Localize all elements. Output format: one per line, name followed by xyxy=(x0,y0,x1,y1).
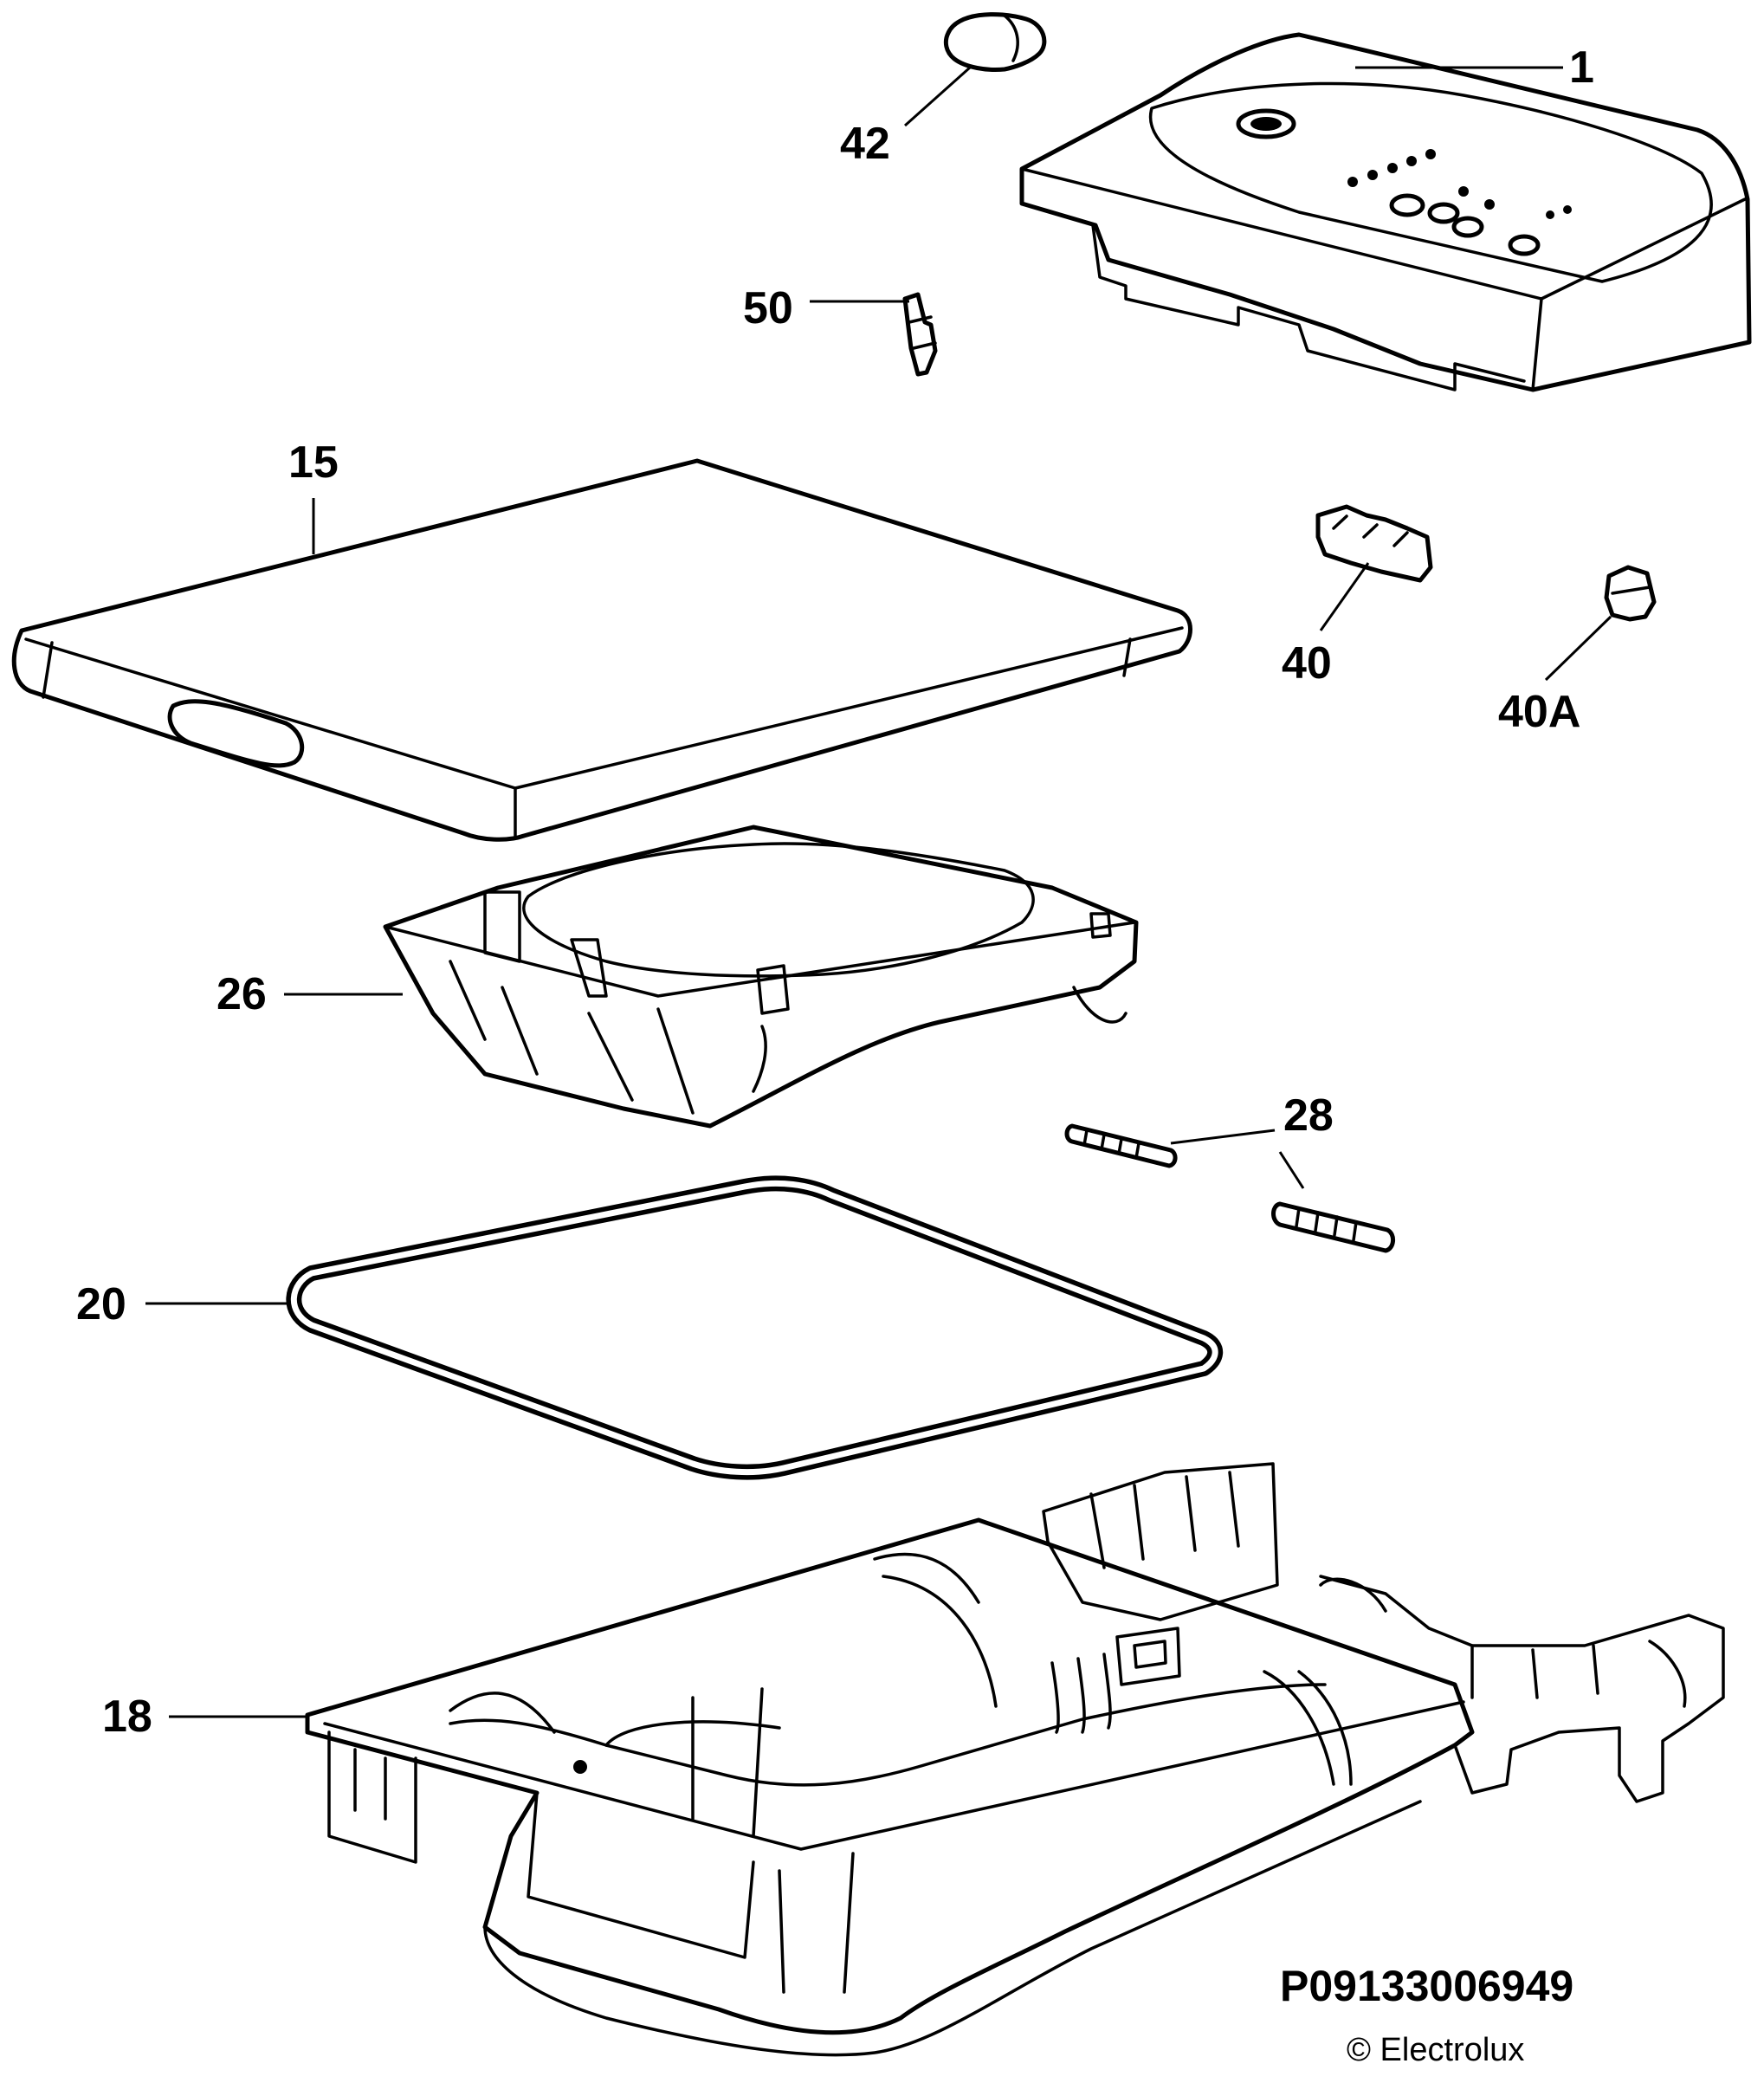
part-28-screws xyxy=(1064,1123,1395,1253)
part-40a-switch xyxy=(1604,565,1657,622)
callout-42: 42 xyxy=(840,119,890,169)
part-15-lid xyxy=(11,458,1192,842)
part-20-gasket xyxy=(286,1175,1224,1480)
callout-50: 50 xyxy=(743,283,793,333)
callout-20: 20 xyxy=(76,1279,126,1329)
part-40-switch-block xyxy=(1315,504,1433,583)
part-18-top-frame xyxy=(305,1462,1725,2057)
callout-28: 28 xyxy=(1283,1090,1334,1141)
callout-40a: 40A xyxy=(1498,687,1581,737)
part-26-inner-frame xyxy=(383,825,1139,1129)
part-50-clip xyxy=(902,292,938,377)
callout-15: 15 xyxy=(288,437,339,488)
callout-18: 18 xyxy=(102,1692,152,1742)
part-1-control-panel xyxy=(1019,32,1752,392)
drawing-code: P09133006949 xyxy=(1280,1962,1574,2010)
callout-1: 1 xyxy=(1569,42,1594,93)
callout-26: 26 xyxy=(216,969,267,1019)
copyright-notice: © Electrolux xyxy=(1347,2032,1525,2068)
leader-lines xyxy=(145,66,1612,1718)
part-42-knob xyxy=(943,12,1047,72)
callout-40: 40 xyxy=(1282,638,1332,689)
